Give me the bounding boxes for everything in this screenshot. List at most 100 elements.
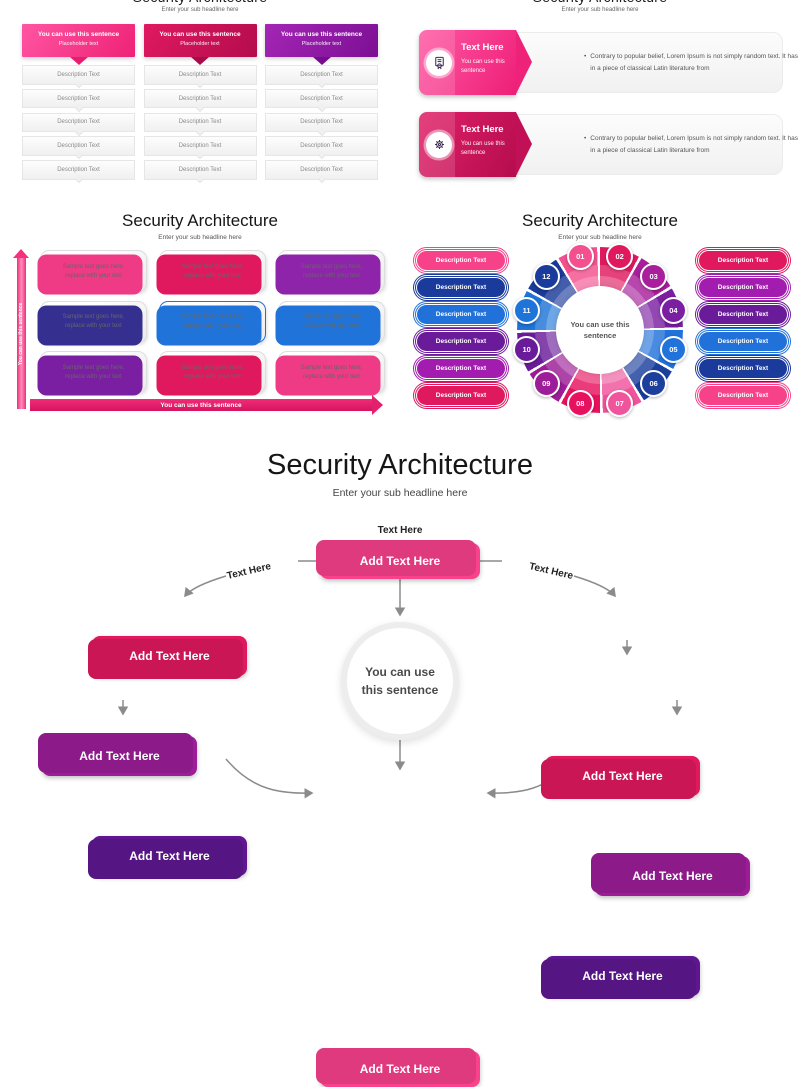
slide-subtitle: Enter your sub headline here xyxy=(558,234,642,241)
slide-subtitle: Enter your sub headline here xyxy=(158,234,242,241)
sample-card: Sample text goes here,replace with your … xyxy=(40,351,147,393)
banner-subtitle: You can use this sentence xyxy=(461,59,505,74)
sample-card: Sample text goes here,replace with your … xyxy=(278,300,385,343)
description-pill: Description Text xyxy=(699,359,787,378)
flow-box-right-2: Add Text Here xyxy=(595,856,750,896)
flow-box-left-3: Add Text Here xyxy=(92,836,247,876)
description-row: Description Text xyxy=(265,65,378,85)
description-row: Description Text xyxy=(22,112,135,133)
sample-card: Sample text goes here,replace with your … xyxy=(278,250,385,292)
segment-number: 10 xyxy=(513,336,541,364)
column-header: You can use this sentence Placeholder te… xyxy=(265,24,378,57)
slide-title-cropped: Security Architecture xyxy=(400,0,800,5)
banner-title: Text Here xyxy=(461,124,504,135)
slide-thumbnail-banners[interactable]: Security Architecture Enter your sub hea… xyxy=(400,0,800,195)
flow-box-bottom: Add Text Here xyxy=(320,1051,480,1087)
flow-label-top: Text Here xyxy=(377,525,423,536)
description-row: Description Text xyxy=(265,112,378,133)
slide-title: Security Architecture xyxy=(122,211,278,230)
banner-arrow: Text Here You can use this sentence xyxy=(419,30,532,95)
column-header: You can use this sentence Placeholder te… xyxy=(143,24,257,57)
banner-arrow: Text Here You can use this sentence xyxy=(419,112,532,177)
sample-card: Sample text goes here,replace with your … xyxy=(159,300,266,343)
segment-number: 12 xyxy=(532,262,560,290)
sample-card: Sample text goes here,replace with your … xyxy=(278,351,385,393)
description-row: Description Text xyxy=(265,88,378,109)
segment-number: 01 xyxy=(566,243,594,271)
description-pill: Description Text xyxy=(699,386,787,405)
badge-icon xyxy=(426,49,452,76)
description-pill: Description Text xyxy=(417,332,505,351)
banner-bullet-text: Contrary to popular belief, Lorem Ipsum … xyxy=(590,135,800,154)
slide-subtitle: Enter your sub headline here xyxy=(332,487,468,499)
template-preview-page: { "slide_columns": { "title": "Security … xyxy=(0,0,800,800)
flow-box-left-1: Add Text Here xyxy=(92,636,247,676)
description-pill: Description Text xyxy=(417,251,505,270)
slide-thumbnail-wheel[interactable]: Security Architecture Enter your sub hea… xyxy=(400,200,800,425)
column-header-title: You can use this sentence xyxy=(37,31,120,38)
column-header-sub: Placeholder text xyxy=(58,41,99,47)
bullet-dot: • xyxy=(584,53,587,61)
gear-icon xyxy=(426,131,452,158)
description-pill: Description Text xyxy=(417,359,505,378)
column-header-sub: Placeholder text xyxy=(180,41,220,47)
wheel-center: You can use this sentence xyxy=(556,286,644,374)
description-row: Description Text xyxy=(143,136,257,156)
segment-number: 04 xyxy=(659,296,687,324)
description-row: Description Text xyxy=(143,112,257,133)
horizontal-arrow: You can use this sentence xyxy=(30,395,383,415)
column-header-sub: Placeholder text xyxy=(301,41,342,47)
banner-bullet-text: Contrary to popular belief, Lorem Ipsum … xyxy=(590,53,800,72)
segment-number: 06 xyxy=(640,370,668,398)
description-pill: Description Text xyxy=(699,278,787,297)
slide-thumbnail-columns[interactable]: Security Architecture Enter your sub hea… xyxy=(0,0,400,195)
segment-number: 09 xyxy=(532,370,560,398)
sample-card: Sample text goes here,replace with your … xyxy=(159,351,266,393)
vertical-arrow-label: You can use this sentence xyxy=(18,302,24,365)
column-header: You can use this sentence Placeholder te… xyxy=(22,24,135,57)
flow-center-circle: You can use this sentence xyxy=(341,622,459,740)
slide-flowchart[interactable]: Security Architecture Enter your sub hea… xyxy=(0,430,800,1087)
horizontal-arrow-label: You can use this sentence xyxy=(160,401,242,409)
flow-box-left-2: Add Text Here xyxy=(42,736,197,776)
flow-box-top: Add Text Here xyxy=(320,543,480,579)
description-pill: Description Text xyxy=(699,305,787,324)
vertical-arrow: You can use this sentence xyxy=(13,249,29,409)
sample-card: Sample text goes here,replace with your … xyxy=(40,250,147,292)
segment-number: 02 xyxy=(606,243,634,271)
description-row: Description Text xyxy=(265,136,378,156)
segment-number: 07 xyxy=(606,389,634,417)
slide-subtitle: Enter your sub headline here xyxy=(561,7,639,13)
slide-subtitle: Enter your sub headline here xyxy=(161,7,239,13)
description-row: Description Text xyxy=(22,65,135,85)
description-row: Description Text xyxy=(143,65,257,85)
slide-title: Security Architecture xyxy=(267,449,533,481)
description-row: Description Text xyxy=(265,160,378,180)
description-row: Description Text xyxy=(22,160,135,180)
description-row: Description Text xyxy=(143,160,257,180)
segmented-wheel: You can use this sentence 01 02 03 04 05… xyxy=(513,243,687,417)
segment-number: 11 xyxy=(513,296,541,324)
bullet-dot: • xyxy=(584,135,587,143)
banner-title: Text Here xyxy=(461,42,504,53)
segment-number: 08 xyxy=(566,389,594,417)
description-pill: Description Text xyxy=(417,305,505,324)
description-pill: Description Text xyxy=(699,251,787,270)
description-row: Description Text xyxy=(22,136,135,156)
description-pill: Description Text xyxy=(699,332,787,351)
description-row: Description Text xyxy=(22,88,135,109)
description-pill: Description Text xyxy=(417,278,505,297)
description-pill: Description Text xyxy=(417,386,505,405)
flow-box-right-1: Add Text Here xyxy=(545,756,700,796)
slide-title: Security Architecture xyxy=(522,211,678,230)
column-header-title: You can use this sentence xyxy=(159,31,241,38)
slide-thumbnail-matrix[interactable]: Security Architecture Enter your sub hea… xyxy=(0,200,400,425)
slide-title-cropped: Security Architecture xyxy=(0,0,400,5)
banner-subtitle: You can use this sentence xyxy=(461,141,505,156)
description-row: Description Text xyxy=(143,88,257,109)
segment-number: 03 xyxy=(640,262,668,290)
flow-box-right-3: Add Text Here xyxy=(545,956,700,996)
column-header-title: You can use this sentence xyxy=(280,31,363,38)
segment-number: 05 xyxy=(659,336,687,364)
sample-card: Sample text goes here,replace with your … xyxy=(159,250,266,292)
